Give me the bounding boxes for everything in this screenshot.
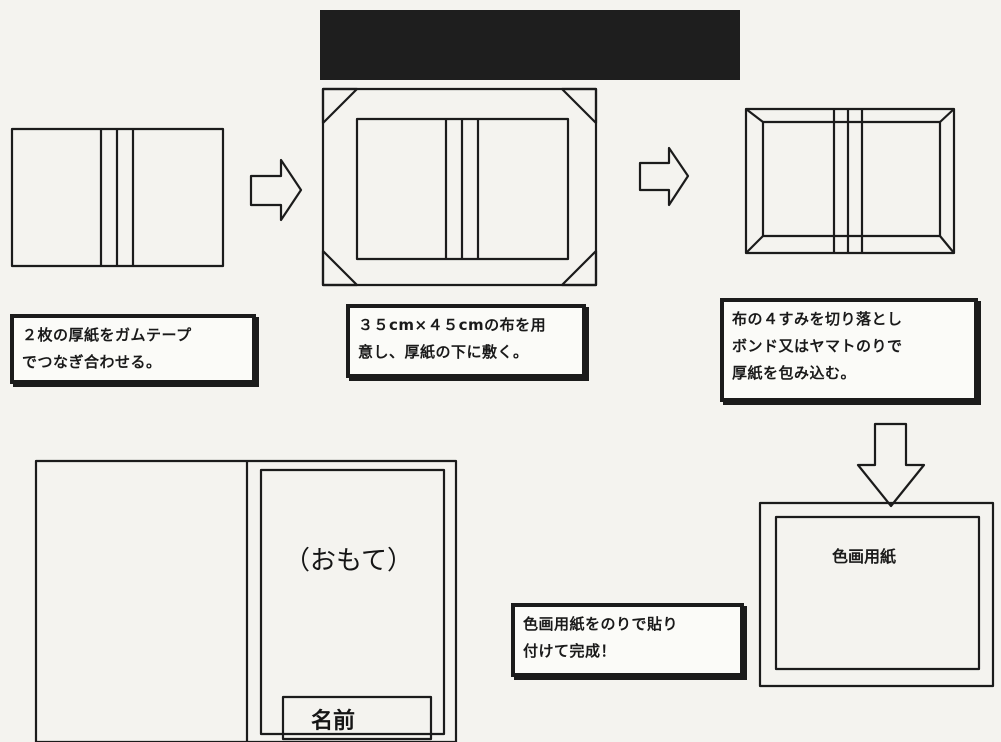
name-label: 名前 [311, 708, 356, 734]
step3-caption-line1: 布の４すみを切り落とし [732, 310, 903, 328]
step2-caption-line2: 意し、厚紙の下に敷く。 [358, 343, 529, 361]
finished-board-illustration [758, 501, 995, 688]
step2-caption: ３５cm×４５cmの布を用 意し、厚紙の下に敷く。 [346, 304, 586, 378]
step3-caption: 布の４すみを切り落とし ボンド又はヤマトのりで 厚紙を包み込む。 [720, 298, 978, 402]
arrow-down-icon [856, 422, 926, 508]
step1-caption: ２枚の厚紙をガムテープ でつなぎ合わせる。 [10, 314, 256, 384]
step1-boards-illustration [10, 127, 225, 268]
step2-caption-line1: ３５cm×４５cmの布を用 [358, 316, 547, 334]
step4-caption-line2: 付けて完成！ [523, 642, 617, 660]
cover-illustration [34, 459, 458, 742]
step2-cloth-illustration [321, 87, 598, 287]
step4-caption-line1: 色画用紙をのりで貼り [523, 615, 679, 633]
step4-caption: 色画用紙をのりで貼り 付けて完成！ [511, 603, 744, 677]
step1-caption-line1: ２枚の厚紙をガムテープ [22, 326, 192, 344]
arrow-right-icon [638, 146, 690, 207]
step3-caption-line2: ボンド又はヤマトのりで [732, 337, 903, 355]
arrow-right-icon [249, 158, 303, 222]
front-label: （おもて） [284, 546, 413, 576]
step1-caption-line2: でつなぎ合わせる。 [22, 353, 162, 371]
step3-wrapped-illustration [744, 107, 956, 255]
title-bar [320, 10, 740, 80]
step3-caption-line3: 厚紙を包み込む。 [732, 364, 857, 382]
colored-paper-label: 色画用紙 [832, 547, 897, 566]
